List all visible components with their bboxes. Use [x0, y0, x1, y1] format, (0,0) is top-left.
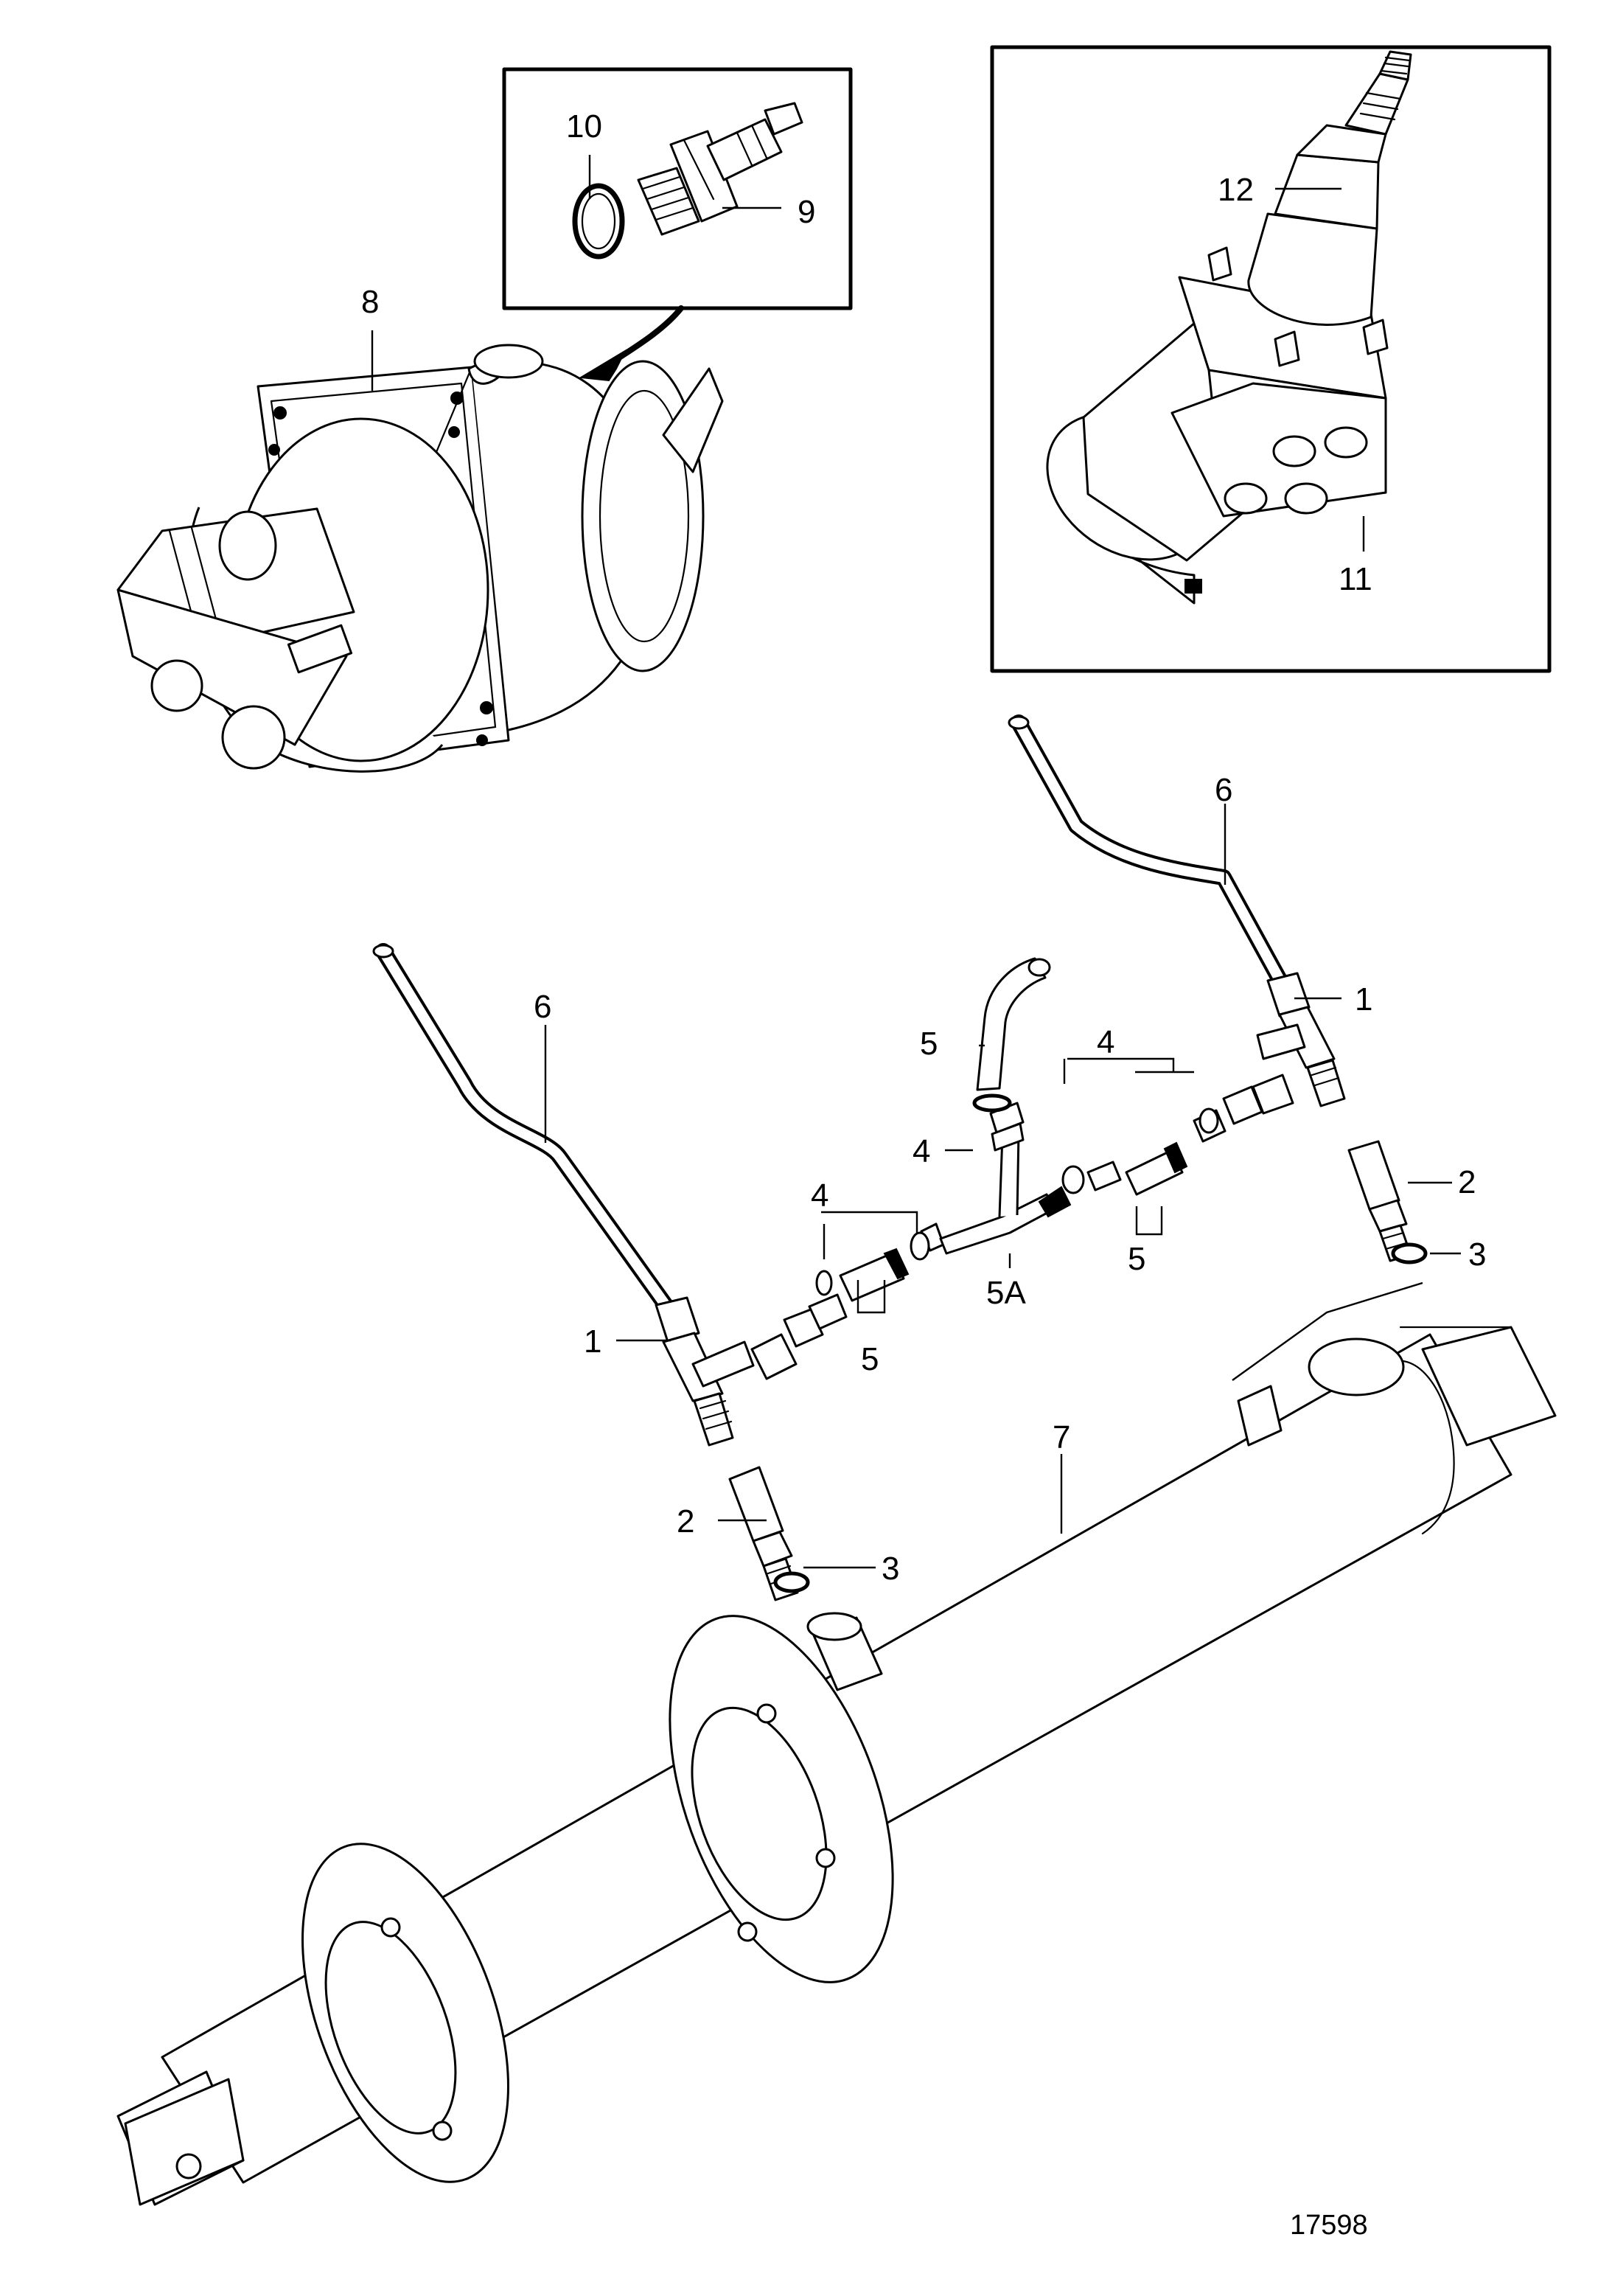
steering-cylinder-part-7 [116, 1326, 1557, 2206]
callout-2-right: 2 [1458, 1164, 1476, 1200]
callout-6-right: 6 [1215, 772, 1232, 808]
tee-fitting-part-1-right [1256, 972, 1346, 1107]
callout-5-left: 5 [861, 1341, 879, 1377]
drawing-number: 17598 [1290, 2210, 1368, 2241]
leader-lines [371, 155, 1461, 1569]
callout-10: 10 [566, 108, 602, 145]
callout-9: 9 [798, 194, 815, 230]
steering-shaft-part-12 [1247, 50, 1412, 326]
callout-4-left: 4 [811, 1177, 828, 1214]
washer-part-3-left [773, 1571, 810, 1593]
detail-pointer-arrow [578, 305, 684, 382]
vent-hose-part-5 [976, 957, 1051, 1091]
detail-box-steering-valve [990, 45, 1552, 673]
callout-5-right: 5 [1128, 1241, 1145, 1277]
callout-6-left: 6 [534, 989, 551, 1025]
o-ring-part-10 [572, 183, 625, 260]
tee-fitting-part-1-left [655, 1296, 755, 1447]
callout-5A: 5A [986, 1275, 1026, 1311]
callout-1-left: 1 [584, 1323, 601, 1360]
washer-part-3-right [1391, 1242, 1428, 1264]
callout-8: 8 [361, 284, 379, 320]
callout-3-left: 3 [882, 1551, 899, 1587]
callout-4-right: 4 [1097, 1024, 1114, 1060]
callout-1-right: 1 [1355, 981, 1372, 1017]
hydraulic-pump-motor-part-8 [116, 344, 724, 773]
callout-12: 12 [1218, 172, 1254, 208]
steering-valve-part-11 [1046, 246, 1389, 605]
hydraulic-tube-part-6-right [1008, 714, 1291, 993]
callout-11: 11 [1339, 561, 1372, 597]
hose-assembly-right [1061, 1074, 1294, 1196]
hydraulic-tube-part-6-left [372, 943, 679, 1321]
hose-fitting-part-9 [637, 102, 803, 236]
callout-3-right: 3 [1468, 1236, 1486, 1273]
callout-labels: 8 10 9 12 11 6 6 1 2 3 1 2 3 7 5 4 4 5 4… [361, 108, 1486, 2241]
hose-clamp-part-4-center [972, 1093, 1012, 1113]
callout-2-left: 2 [677, 1503, 694, 1540]
callout-5-top: 5 [920, 1026, 938, 1062]
hose-assembly-left [750, 1222, 945, 1380]
callout-7: 7 [1053, 1419, 1070, 1455]
adapter-part-2-right [1347, 1140, 1412, 1262]
hose-connector-part-5A [939, 1102, 1072, 1255]
callout-4-center: 4 [913, 1133, 930, 1169]
